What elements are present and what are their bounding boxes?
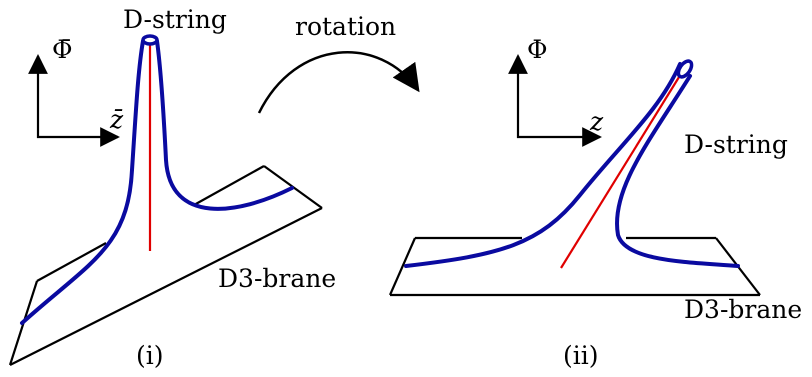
panel-i-vertical-axis-label: Φ̄ [52,35,73,64]
rotation-transition: rotation [257,12,420,114]
panel-ii-caption: (ii) [563,341,599,370]
panel-ii-vertical-axis-label: Φ [527,35,548,64]
panel-i-brane-label: D3-brane [218,264,336,293]
panel-ii-string-core [560,68,685,269]
rotation-label: rotation [295,12,396,41]
panel-ii-string-tip [676,59,694,79]
panel-i: Φ̄ z̄ D-string D3-brane (i) [8,5,336,370]
panel-ii-horizontal-axis-label: z [589,107,604,136]
panel-ii-axes: Φ z [508,35,604,147]
panel-i-caption: (i) [136,341,164,370]
panel-i-plane-edge-bottom [9,207,323,366]
panel-ii: Φ z D-string D3-brane (ii) [388,35,802,370]
panel-ii-brane-profile-right [615,74,740,268]
panel-i-brane-profile-right [155,39,294,211]
panel-ii-string-label: D-string [684,130,788,159]
panel-i-plane-edge-left-top [36,242,107,282]
panel-ii-brane-profile-left [404,62,682,268]
panel-ii-brane-label: D3-brane [684,295,802,324]
panel-i-string-label: D-string [123,5,227,34]
panel-i-horizontal-axis-label: z̄ [109,105,124,134]
rotation-arrow [257,51,420,114]
panel-i-axes: Φ̄ z̄ [28,35,124,147]
panel-i-string-tip [141,34,159,46]
panel-i-brane-profile [20,39,145,325]
panel-i-plane-edge-right-top [193,165,265,206]
panel-ii-plane-edge-left [388,237,417,296]
